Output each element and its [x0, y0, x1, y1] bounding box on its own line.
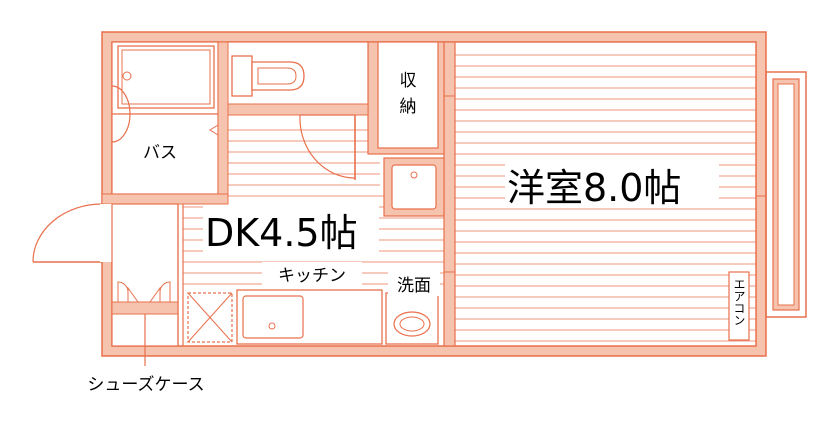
kitchen-sink [242, 295, 304, 339]
western-room-label-bg [505, 160, 719, 206]
aircon-unit [728, 271, 750, 341]
kitchen-label-bg [262, 262, 362, 286]
aircon-label: エアコン [732, 278, 746, 326]
kitchen-counter [236, 289, 383, 345]
washroom-vanity [385, 292, 439, 345]
western-room-label: 洋室8.0帖 [507, 166, 681, 210]
balcony [765, 71, 807, 318]
shoe-case-label: シューズケース [87, 375, 204, 395]
washroom-label: 洗面 [397, 276, 431, 296]
washing-machine-pan [383, 157, 445, 217]
storage-label-line2: 納 [400, 97, 417, 117]
storage-label-line1: 収 [400, 71, 417, 91]
bath-label: バス [143, 143, 177, 163]
bathroom [111, 41, 229, 195]
bathtub [117, 45, 215, 109]
kitchen-label: キッチン [278, 266, 346, 286]
dk-door [299, 114, 356, 180]
storage-closet [367, 41, 445, 155]
partition-wall [443, 41, 456, 347]
fridge-space [187, 292, 233, 343]
washroom-label-bg [388, 272, 440, 296]
dk-label-bg [203, 206, 379, 252]
toilet-tank [231, 55, 253, 97]
dk-label: DK4.5帖 [205, 211, 358, 255]
western-room-floor [455, 54, 756, 342]
toilet-room [224, 41, 369, 116]
entrance-door [32, 203, 112, 263]
shoe-case [111, 203, 184, 366]
